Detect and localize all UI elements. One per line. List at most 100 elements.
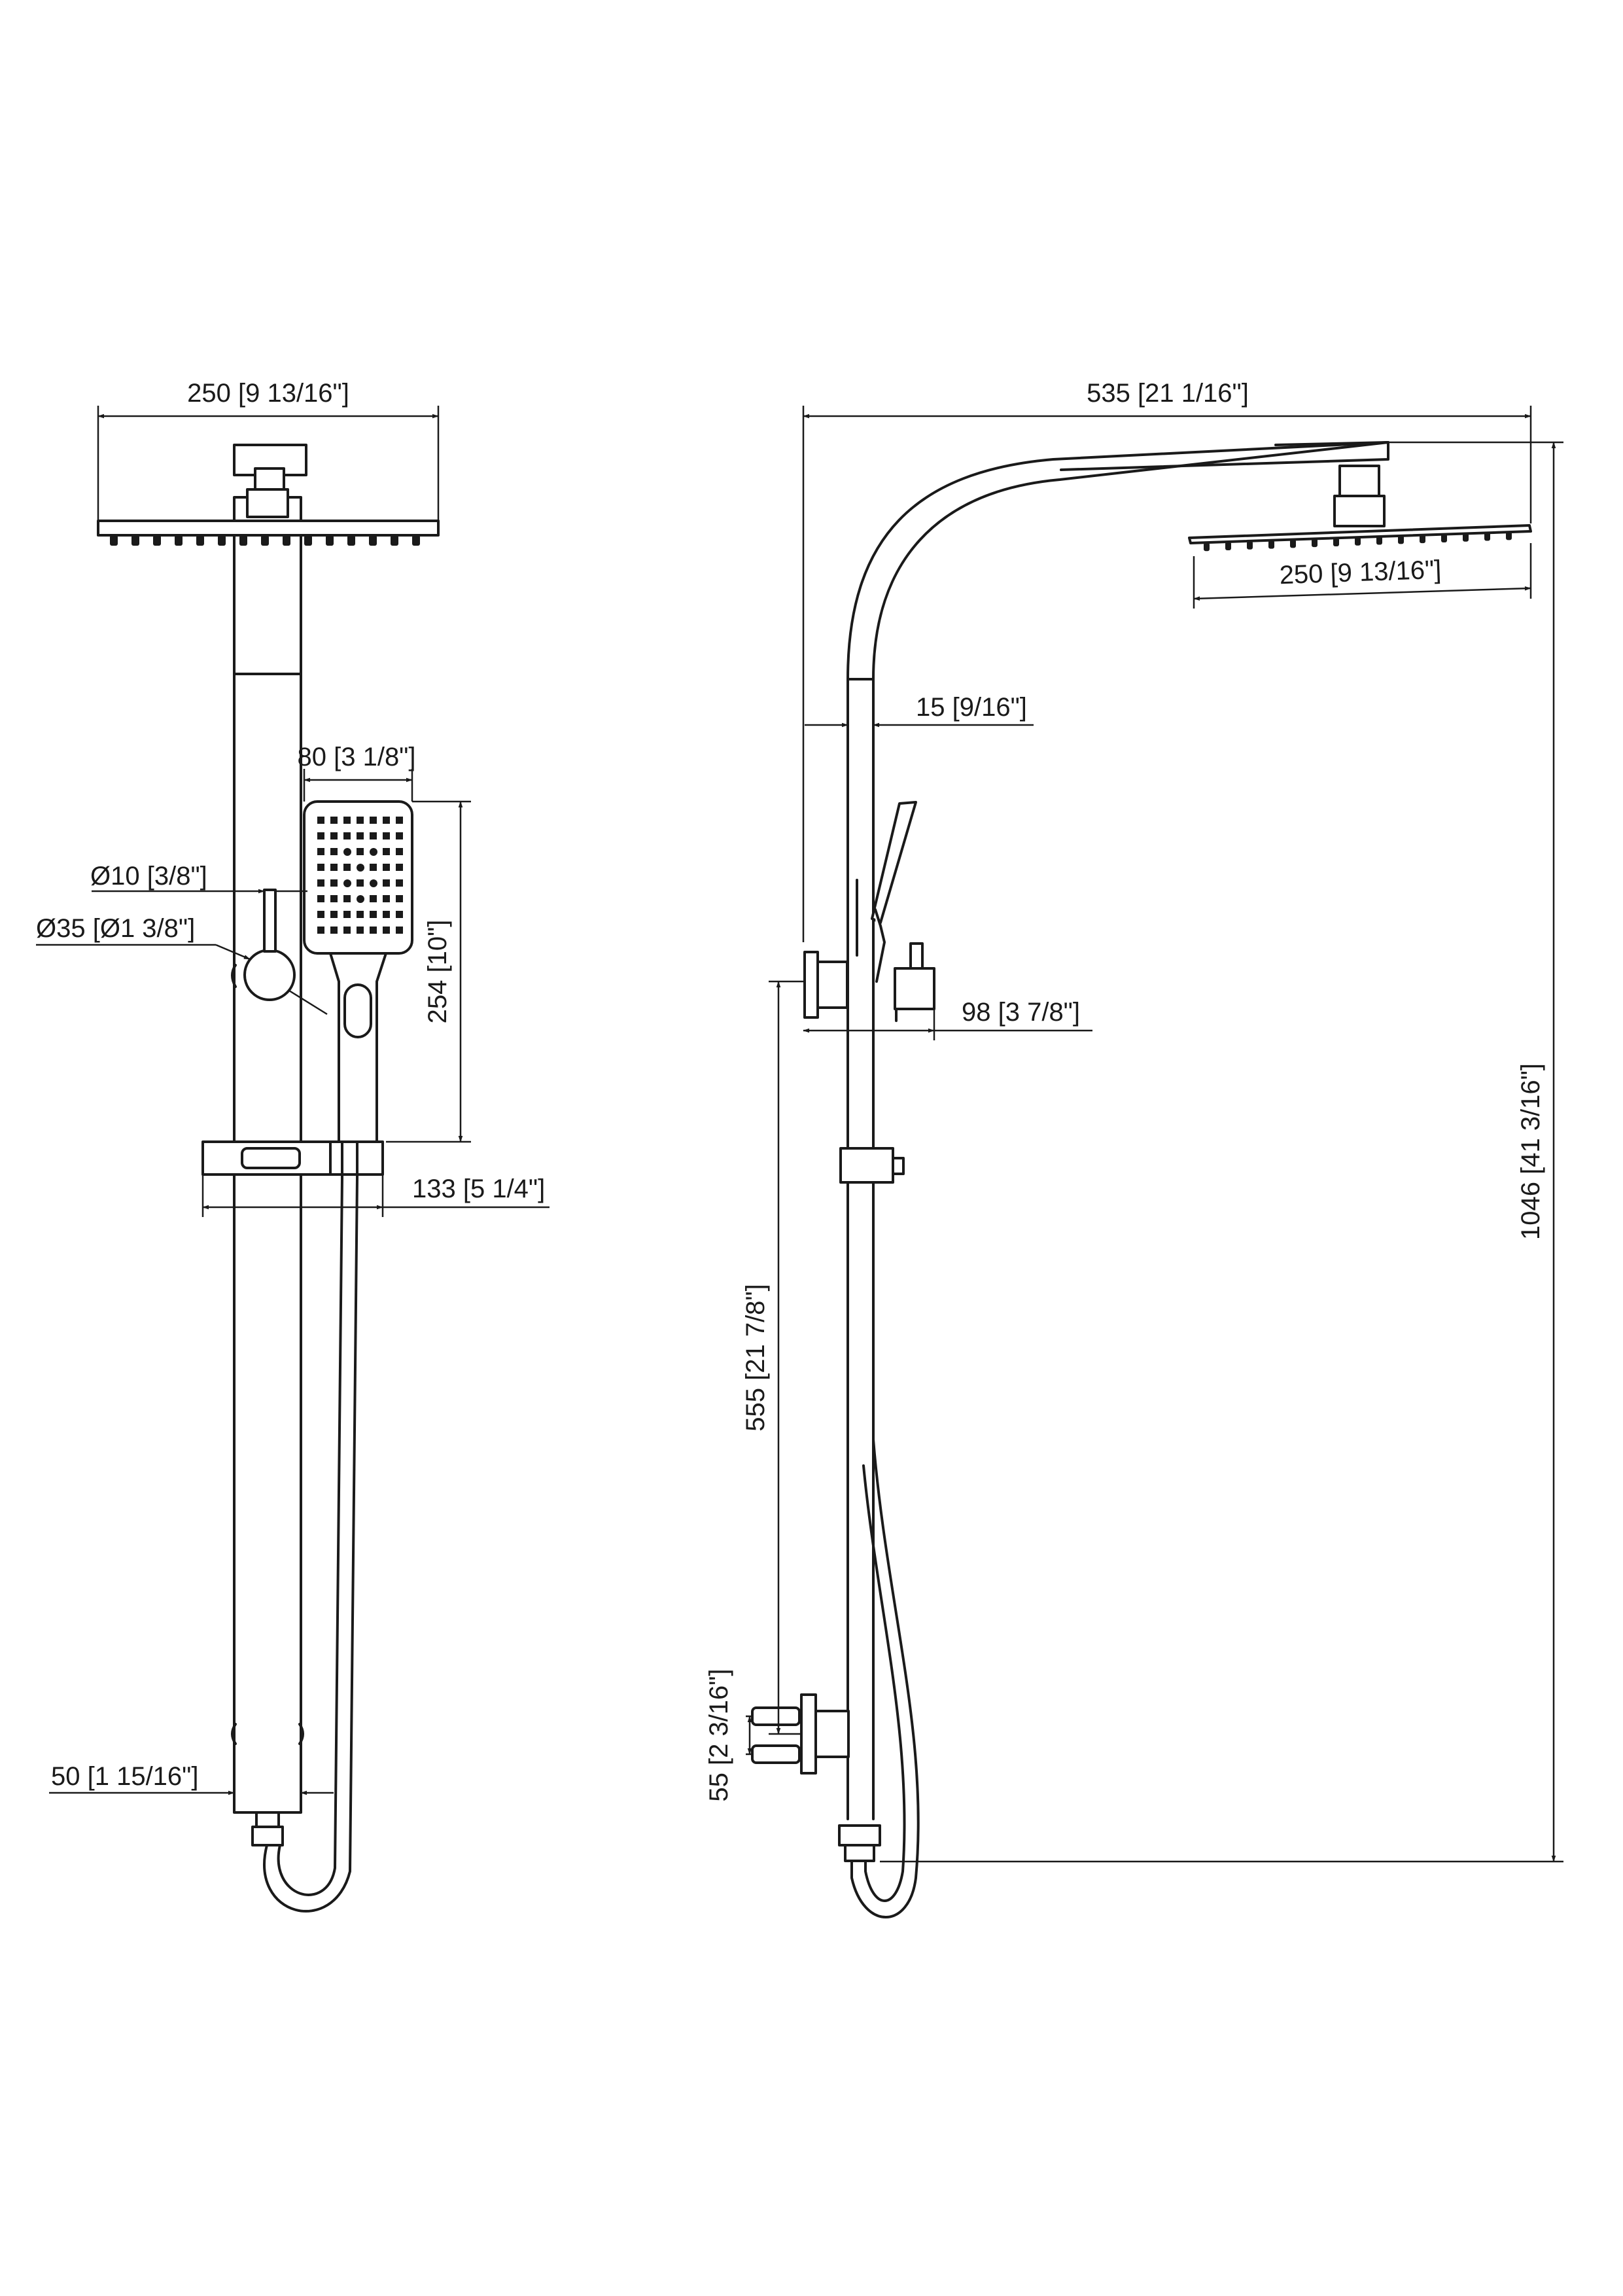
spray-dot bbox=[370, 911, 377, 918]
pipe-bulge-left bbox=[231, 964, 237, 988]
spray-dot bbox=[317, 848, 324, 855]
spray-dot bbox=[343, 848, 351, 856]
nozzle bbox=[239, 535, 247, 546]
dim-overall-height: 1046 [41 3/16"] bbox=[880, 441, 1563, 1863]
dim-text-inlet-spacing: 55 [2 3/16"] bbox=[705, 1669, 733, 1801]
spray-dot bbox=[330, 911, 338, 918]
nozzle bbox=[1333, 537, 1339, 546]
nozzle bbox=[1441, 533, 1447, 542]
spray-dot bbox=[396, 832, 403, 839]
spray-dot bbox=[396, 879, 403, 887]
nozzle bbox=[218, 535, 226, 546]
side-view: 535 [21 1/16"] 250 [9 13/16"] 15 [9/16"]… bbox=[705, 379, 1563, 1918]
spray-dot bbox=[396, 911, 403, 918]
side-head-nozzles bbox=[1204, 531, 1512, 552]
spray-dot bbox=[357, 817, 364, 824]
dim-bracket-projection: 98 [3 7/8"] bbox=[803, 998, 1092, 1040]
dim-hand-length: 254 [10"] bbox=[386, 800, 471, 1143]
spray-dot bbox=[396, 864, 403, 871]
side-head-swivel bbox=[1338, 465, 1380, 497]
nozzle bbox=[1225, 541, 1231, 550]
riser-arm-inner bbox=[872, 441, 1389, 680]
side-hand-body bbox=[874, 908, 886, 983]
spray-dot bbox=[396, 817, 403, 824]
nozzle bbox=[1355, 537, 1361, 546]
dim-inlet-spacing: 55 [2 3/16"] bbox=[705, 1669, 752, 1802]
spray-dot bbox=[357, 927, 364, 934]
slide-rod-stub bbox=[263, 889, 277, 953]
dim-text-bracket-projection: 98 [3 7/8"] bbox=[962, 998, 1080, 1027]
hand-shower-spray-dots bbox=[317, 817, 403, 934]
spray-dot bbox=[343, 879, 351, 887]
spray-dot bbox=[343, 911, 351, 918]
spray-dot bbox=[357, 895, 364, 903]
hand-shower-handle bbox=[329, 952, 387, 1143]
spray-dot bbox=[383, 832, 390, 839]
spray-dot bbox=[383, 817, 390, 824]
side-bracket-arm bbox=[816, 961, 848, 1009]
hose-side bbox=[850, 1438, 920, 1918]
spray-dot bbox=[343, 927, 351, 934]
spray-dot bbox=[330, 848, 338, 855]
dim-text-holder-width: 133 [5 1/4"] bbox=[412, 1174, 545, 1203]
spray-dot bbox=[343, 864, 351, 871]
nozzle bbox=[196, 535, 204, 546]
side-bracket-plate bbox=[803, 951, 819, 1019]
side-holder-knob bbox=[892, 1157, 905, 1175]
dim-text-overall-width: 535 [21 1/16"] bbox=[1087, 379, 1249, 408]
inlet-top bbox=[751, 1706, 801, 1726]
riser-arm-outer bbox=[846, 441, 1389, 680]
hose-side-inner bbox=[862, 1464, 906, 1902]
nozzle bbox=[369, 535, 377, 546]
handle-button bbox=[343, 983, 372, 1038]
spray-dot bbox=[370, 864, 377, 871]
nozzle bbox=[412, 535, 420, 546]
spray-dot bbox=[330, 927, 338, 934]
dim-overall-width: 535 [21 1/16"] bbox=[802, 379, 1532, 942]
nozzle bbox=[1506, 531, 1512, 540]
nozzle bbox=[1398, 535, 1404, 544]
spray-dot bbox=[330, 879, 338, 887]
spray-dot bbox=[383, 848, 390, 855]
side-inlet-nut bbox=[838, 1824, 881, 1846]
side-hand-face bbox=[871, 801, 917, 924]
spray-dot bbox=[370, 848, 377, 856]
spray-dot bbox=[330, 895, 338, 902]
dim-text-hand-width: 80 [3 1/8"] bbox=[298, 743, 416, 771]
dim-front-head-width: 250 [9 13/16"] bbox=[97, 379, 440, 521]
dim-rod-diameter: Ø10 [3/8"] bbox=[90, 862, 307, 894]
nozzle bbox=[110, 535, 118, 546]
spray-dot bbox=[370, 879, 377, 887]
nozzle bbox=[1463, 533, 1469, 542]
holder-slot bbox=[241, 1147, 301, 1169]
head-swivel bbox=[254, 467, 285, 491]
nozzle bbox=[153, 535, 161, 546]
dim-hand-width: 80 [3 1/8"] bbox=[298, 743, 416, 802]
spray-dot bbox=[370, 895, 377, 902]
nozzle bbox=[283, 535, 290, 546]
inlet-nut-top bbox=[255, 1811, 280, 1828]
slide-bracket-ring bbox=[243, 949, 296, 1001]
head-nut bbox=[246, 488, 289, 518]
dim-side-head-width: 250 [9 13/16"] bbox=[1193, 543, 1532, 609]
dim-text-rod-diameter: Ø10 [3/8"] bbox=[90, 862, 207, 891]
spray-dot bbox=[357, 832, 364, 839]
side-slider-knob bbox=[909, 942, 924, 970]
nozzle bbox=[1484, 532, 1490, 541]
nozzle bbox=[1420, 535, 1425, 544]
dim-pipe-width: 50 [1 15/16"] bbox=[49, 1762, 334, 1795]
rain-head-front bbox=[97, 520, 440, 537]
spray-dot bbox=[357, 848, 364, 855]
spray-dot bbox=[330, 864, 338, 871]
spray-dot bbox=[343, 895, 351, 902]
nozzle bbox=[1268, 540, 1274, 549]
dim-text-overall-height: 1046 [41 3/16"] bbox=[1516, 1063, 1545, 1240]
hose-front bbox=[263, 1176, 358, 1913]
nozzle bbox=[175, 535, 183, 546]
dim-text-bracket-height: 555 [21 7/8"] bbox=[741, 1284, 770, 1432]
spray-dot bbox=[383, 864, 390, 871]
spray-dot bbox=[317, 927, 324, 934]
inlet-bottom bbox=[751, 1744, 801, 1764]
